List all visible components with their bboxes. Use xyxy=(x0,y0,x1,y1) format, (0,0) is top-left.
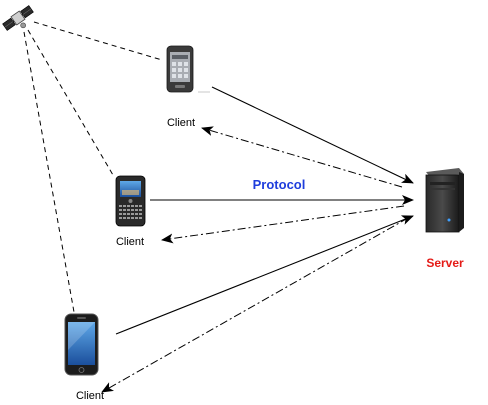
satellite-link-middle xyxy=(27,29,114,176)
client-label-bottom: Client xyxy=(75,390,105,402)
android-phone-icon xyxy=(166,45,210,93)
iphone-icon xyxy=(64,313,99,376)
response-arrow-bottom xyxy=(101,217,409,393)
server-label: Server xyxy=(426,256,464,270)
client-label-middle: Client xyxy=(115,236,145,248)
satellite-icon xyxy=(2,5,34,31)
response-arrows xyxy=(101,126,409,393)
satellite-link-bottom xyxy=(23,31,75,313)
request-arrows xyxy=(115,86,414,335)
response-arrow-middle xyxy=(161,205,405,244)
response-arrow-top xyxy=(201,126,403,188)
request-arrow-bottom xyxy=(115,215,414,335)
satellite-links xyxy=(23,21,163,313)
satellite-link-top xyxy=(33,21,163,61)
server-tower-icon xyxy=(425,168,464,233)
request-arrow-top xyxy=(211,86,414,184)
protocol-label: Protocol xyxy=(252,177,306,192)
qwerty-phone-icon xyxy=(115,175,146,227)
client-label-top: Client xyxy=(166,117,196,129)
